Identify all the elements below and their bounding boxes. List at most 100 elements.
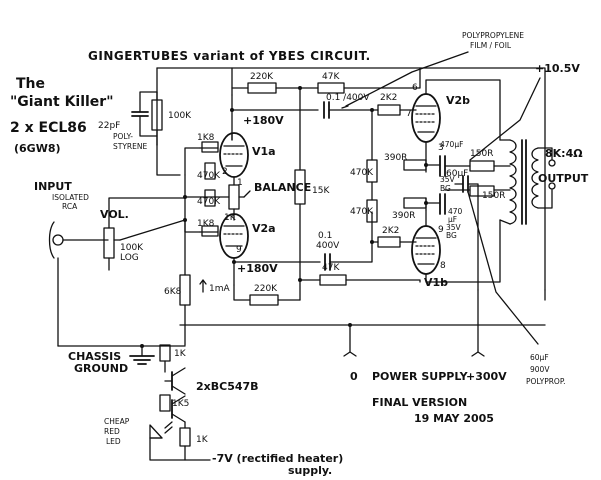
svg-text:GROUND: GROUND [74, 362, 128, 375]
power-rails [156, 67, 546, 353]
svg-text:19 MAY 2005: 19 MAY 2005 [414, 412, 494, 425]
junction-dots [140, 86, 428, 348]
resistor-470k-a [204, 162, 216, 180]
svg-text:supply.: supply. [288, 464, 332, 477]
resistor-47k-top [317, 82, 345, 94]
svg-text:9: 9 [236, 245, 242, 255]
svg-text:RED: RED [104, 427, 120, 436]
svg-text:μF: μF [448, 215, 457, 224]
resistor-1k-q [159, 344, 171, 362]
svg-text:9: 9 [438, 225, 444, 235]
input-section: INPUT ISOLATED RCA VOL. 100K LOG [34, 180, 186, 347]
svg-text:47K: 47K [322, 72, 340, 82]
svg-text:"Giant Killer": "Giant Killer" [10, 94, 114, 110]
svg-text:35V: 35V [440, 175, 456, 184]
resistor-1k5 [159, 394, 171, 412]
svg-text:2: 2 [222, 167, 228, 177]
svg-text:0.1: 0.1 [318, 231, 332, 241]
svg-text:1K5: 1K5 [172, 399, 189, 409]
svg-text:0: 0 [350, 370, 358, 383]
input-label: INPUT [34, 180, 72, 193]
svg-text:900V: 900V [530, 365, 550, 374]
bypass-note: 60μF 900V POLYPROP. [467, 191, 566, 386]
resistor-470k-balance [204, 189, 216, 207]
svg-text:OUTPUT: OUTPUT [538, 172, 589, 185]
svg-text:220K: 220K [254, 284, 278, 294]
svg-text:0.1 /400V: 0.1 /400V [326, 93, 370, 103]
svg-text:(6GW8): (6GW8) [14, 142, 61, 155]
svg-text:BG: BG [440, 184, 451, 193]
svg-text:1K8: 1K8 [197, 133, 215, 143]
svg-text:LED: LED [106, 437, 121, 446]
tube-v1b: V1b 9 8 [411, 209, 501, 289]
svg-text:390R: 390R [384, 153, 407, 163]
resistor-1k8-bottom [201, 225, 219, 237]
tube-v1a: V1a 2 1 1K8 [184, 132, 276, 188]
svg-text:470: 470 [448, 207, 463, 216]
svg-text:220K: 220K [250, 72, 274, 82]
svg-text:8: 8 [440, 261, 446, 271]
svg-text:8K:4Ω: 8K:4Ω [545, 147, 583, 160]
svg-text:1K8: 1K8 [197, 219, 215, 229]
resistor-6k8 [179, 274, 191, 306]
balance-potentiometer [228, 184, 240, 210]
resistor-220k-top [247, 82, 277, 94]
svg-text:FINAL VERSION: FINAL VERSION [372, 396, 467, 409]
resistor-220k-bottom [249, 294, 279, 306]
svg-text:FILM / FOIL: FILM / FOIL [470, 41, 512, 50]
svg-text:6: 6 [412, 83, 418, 93]
svg-text:15K: 15K [312, 186, 330, 196]
svg-text:2 x ECL86: 2 x ECL86 [10, 120, 87, 136]
svg-text:POLYPROP.: POLYPROP. [526, 377, 566, 386]
svg-text:3: 3 [438, 143, 444, 153]
output-transformer: 8K:4Ω OUTPUT [499, 139, 589, 225]
svg-text:+10.5V: +10.5V [535, 62, 580, 75]
svg-text:V2b: V2b [446, 94, 470, 107]
svg-text:2xBC547B: 2xBC547B [196, 380, 259, 393]
svg-text:The: The [16, 76, 45, 92]
balance-label: BALANCE [254, 181, 311, 194]
svg-text:470μF: 470μF [440, 140, 463, 149]
svg-text:1K: 1K [174, 349, 187, 359]
svg-text:+180V: +180V [237, 262, 278, 275]
resistor-1k8-top [201, 141, 219, 153]
svg-text:2K2: 2K2 [380, 93, 397, 103]
svg-text:35V: 35V [446, 223, 462, 232]
svg-text:VOL.: VOL. [100, 208, 129, 221]
polypropylene-note: POLYPROPYLENE FILM / FOIL [341, 31, 524, 109]
top-coupling: 0.1 /400V 2K2 470K [231, 93, 417, 201]
svg-text:60μF: 60μF [530, 353, 549, 362]
feedback-network: 100K 22pF POLY- STYRENE [98, 91, 192, 151]
svg-text:RCA: RCA [62, 202, 78, 211]
power-supply: 0 POWER SUPPLY +300V [343, 351, 507, 383]
svg-text:ISOLATED: ISOLATED [52, 193, 89, 202]
svg-text:22pF: 22pF [98, 121, 120, 131]
svg-text:470K: 470K [197, 171, 221, 181]
svg-text:V1a: V1a [252, 145, 276, 158]
svg-text:7: 7 [406, 109, 412, 119]
svg-text:1K: 1K [196, 435, 209, 445]
circuit-name: The "Giant Killer" 2 x ECL86 (6GW8) [10, 76, 114, 155]
svg-text:CHEAP: CHEAP [104, 417, 130, 426]
resistor-2k2-bottom [377, 236, 401, 248]
svg-text:2K2: 2K2 [382, 226, 399, 236]
svg-text:100K: 100K [120, 243, 144, 253]
power-supply-label: POWER SUPPLY [372, 370, 469, 383]
svg-text:-7V (rectified heater): -7V (rectified heater) [212, 452, 343, 465]
svg-text:470K: 470K [197, 197, 221, 207]
svg-text:6K8: 6K8 [164, 287, 182, 297]
bottom-plate-loads: 220K 47K 0.1 400V 2K2 470K [233, 199, 421, 306]
current-source: 6K8 1mA CHASSIS GROUND 1K 2xBC547B 1K5 C… [57, 219, 343, 477]
resistor-47k-bottom [319, 274, 347, 286]
svg-text:150R: 150R [482, 191, 505, 201]
svg-text:150R: 150R [470, 149, 493, 159]
svg-text:STYRENE: STYRENE [113, 142, 147, 151]
resistor-150r-top [469, 160, 495, 172]
svg-text:470K: 470K [350, 168, 374, 178]
led-symbol [149, 424, 163, 439]
svg-text:CHASSIS: CHASSIS [68, 350, 121, 363]
version-note: FINAL VERSION 19 MAY 2005 [372, 396, 494, 425]
svg-text:POLY-: POLY- [113, 132, 133, 141]
